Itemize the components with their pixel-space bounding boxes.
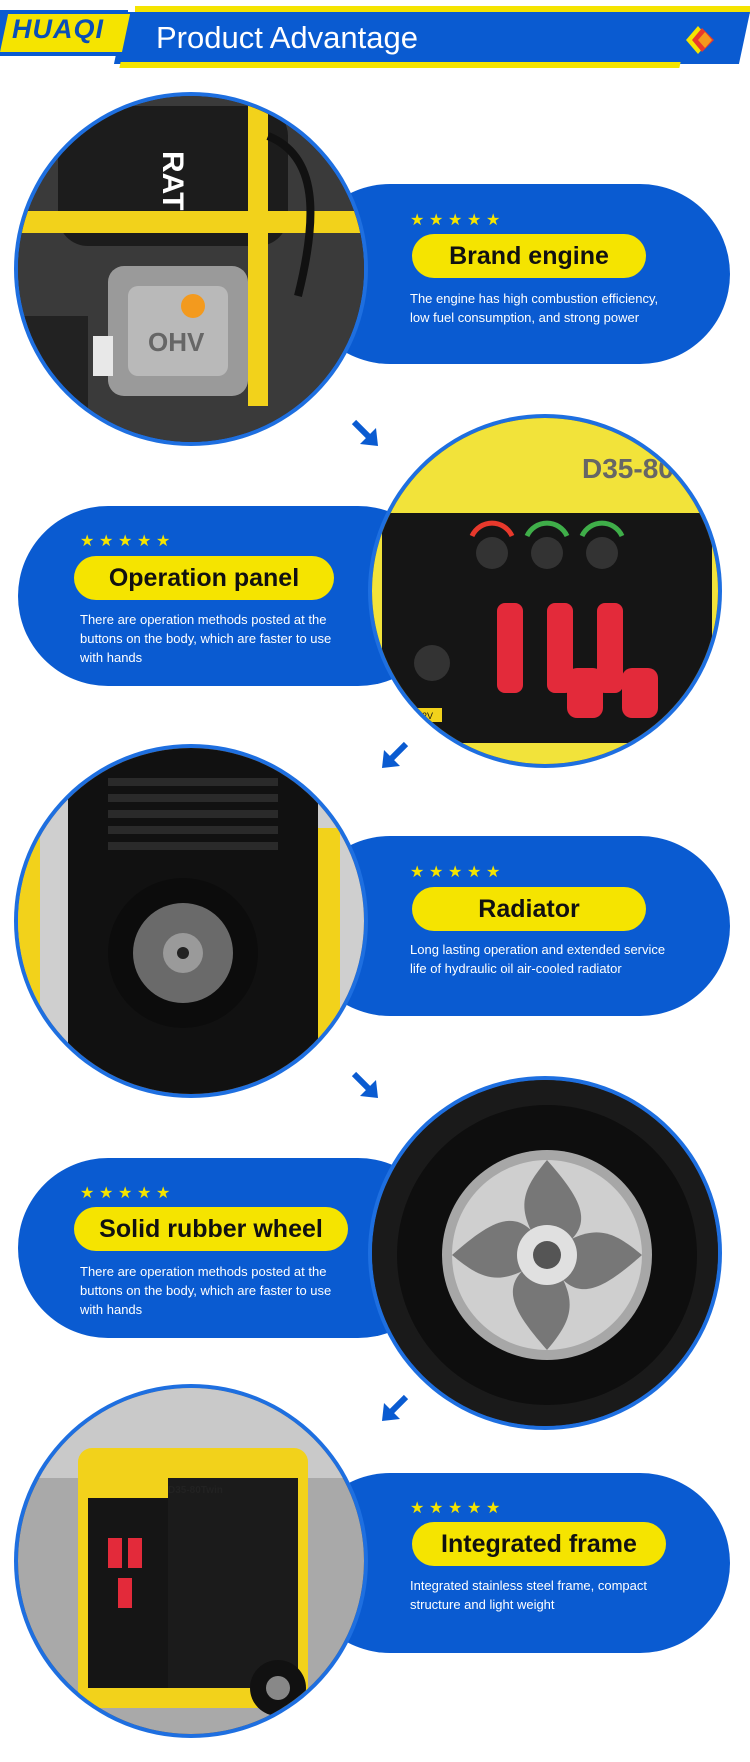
star-icon: ★	[467, 1500, 482, 1517]
star-icon: ★	[137, 533, 152, 550]
feature-photo-radiator	[14, 744, 368, 1098]
feature-description: Long lasting operation and extended serv…	[410, 940, 710, 978]
star-icon: ★	[99, 533, 114, 550]
arrow-down-right-icon	[351, 419, 378, 446]
feature-title: Radiator	[412, 887, 646, 931]
star-icon: ★	[429, 1500, 444, 1517]
feature-title: Solid rubber wheel	[74, 1207, 348, 1251]
feature-description: The engine has high combustion efficienc…	[410, 289, 710, 327]
voltage-label: DC12V	[404, 711, 433, 721]
star-icon: ★	[486, 1500, 501, 1517]
description-line: Long lasting operation and extended serv…	[410, 942, 666, 957]
star-icon: ★	[410, 864, 425, 881]
star-icon: ★	[448, 864, 463, 881]
feature-title: Operation panel	[74, 556, 334, 600]
star-icon: ★	[429, 212, 444, 229]
description-line: life of hydraulic oil air-cooled radiato…	[410, 961, 622, 976]
description-line: The engine has high combustion efficienc…	[410, 291, 659, 306]
page-header: HUAQI Product Advantage	[0, 0, 750, 68]
feature-title: Brand engine	[412, 234, 646, 278]
diamond-logo-icon	[686, 26, 714, 54]
star-icon: ★	[118, 1185, 133, 1202]
star-icon: ★	[486, 864, 501, 881]
star-icon: ★	[99, 1185, 114, 1202]
arrow-down-left-icon	[382, 741, 409, 768]
star-icon: ★	[448, 1500, 463, 1517]
rating-stars: ★ ★ ★ ★ ★	[410, 1500, 501, 1517]
feature-description: Integrated stainless steel frame, compac…	[410, 1576, 710, 1614]
star-icon: ★	[80, 533, 95, 550]
star-icon: ★	[486, 212, 501, 229]
model-label: D35-80	[582, 453, 674, 484]
description-line: with hands	[80, 650, 143, 665]
feature-description: There are operation methods posted at th…	[80, 1262, 370, 1319]
rating-stars: ★ ★ ★ ★ ★	[80, 533, 171, 550]
rating-stars: ★ ★ ★ ★ ★	[80, 1185, 171, 1202]
radiator-image	[18, 748, 364, 1094]
star-icon: ★	[448, 212, 463, 229]
engine-ohv-mark: OHV	[148, 327, 205, 357]
star-icon: ★	[467, 864, 482, 881]
description-line: buttons on the body, which are faster to…	[80, 1283, 332, 1298]
feature-photo-engine: RATO OHV	[14, 92, 368, 446]
arrow-down-left-icon	[382, 1394, 409, 1421]
arrow-down-right-icon	[351, 1071, 378, 1098]
description-line: low fuel consumption, and strong power	[410, 310, 640, 325]
frame-image: D35-80Twin	[18, 1388, 364, 1734]
star-icon: ★	[156, 1185, 171, 1202]
description-line: Integrated stainless steel frame, compac…	[410, 1578, 648, 1593]
star-icon: ★	[410, 212, 425, 229]
control-panel-image: D35-80 DC12V	[372, 418, 718, 764]
feature-photo-panel: D35-80 DC12V	[368, 414, 722, 768]
header-accent-bottom	[119, 62, 681, 68]
feature-photo-frame: D35-80Twin	[14, 1384, 368, 1738]
star-icon: ★	[467, 212, 482, 229]
feature-photo-wheel	[368, 1076, 722, 1430]
description-line: structure and light weight	[410, 1597, 555, 1612]
star-icon: ★	[410, 1500, 425, 1517]
wheel-image	[372, 1080, 718, 1426]
brand-name: HUAQI	[12, 14, 104, 44]
engine-image: RATO OHV	[18, 96, 364, 442]
description-line: There are operation methods posted at th…	[80, 612, 327, 627]
star-icon: ★	[429, 864, 444, 881]
rating-stars: ★ ★ ★ ★ ★	[410, 212, 501, 229]
star-icon: ★	[80, 1185, 95, 1202]
rating-stars: ★ ★ ★ ★ ★	[410, 864, 501, 881]
description-line: with hands	[80, 1302, 143, 1317]
page-title: Product Advantage	[156, 20, 418, 55]
model-label: D35-80Twin	[168, 1485, 223, 1496]
star-icon: ★	[156, 533, 171, 550]
star-icon: ★	[118, 533, 133, 550]
description-line: buttons on the body, which are faster to…	[80, 631, 332, 646]
header-accent-top	[135, 6, 750, 14]
description-line: There are operation methods posted at th…	[80, 1264, 327, 1279]
feature-description: There are operation methods posted at th…	[80, 610, 370, 667]
star-icon: ★	[137, 1185, 152, 1202]
feature-title: Integrated frame	[412, 1522, 666, 1566]
